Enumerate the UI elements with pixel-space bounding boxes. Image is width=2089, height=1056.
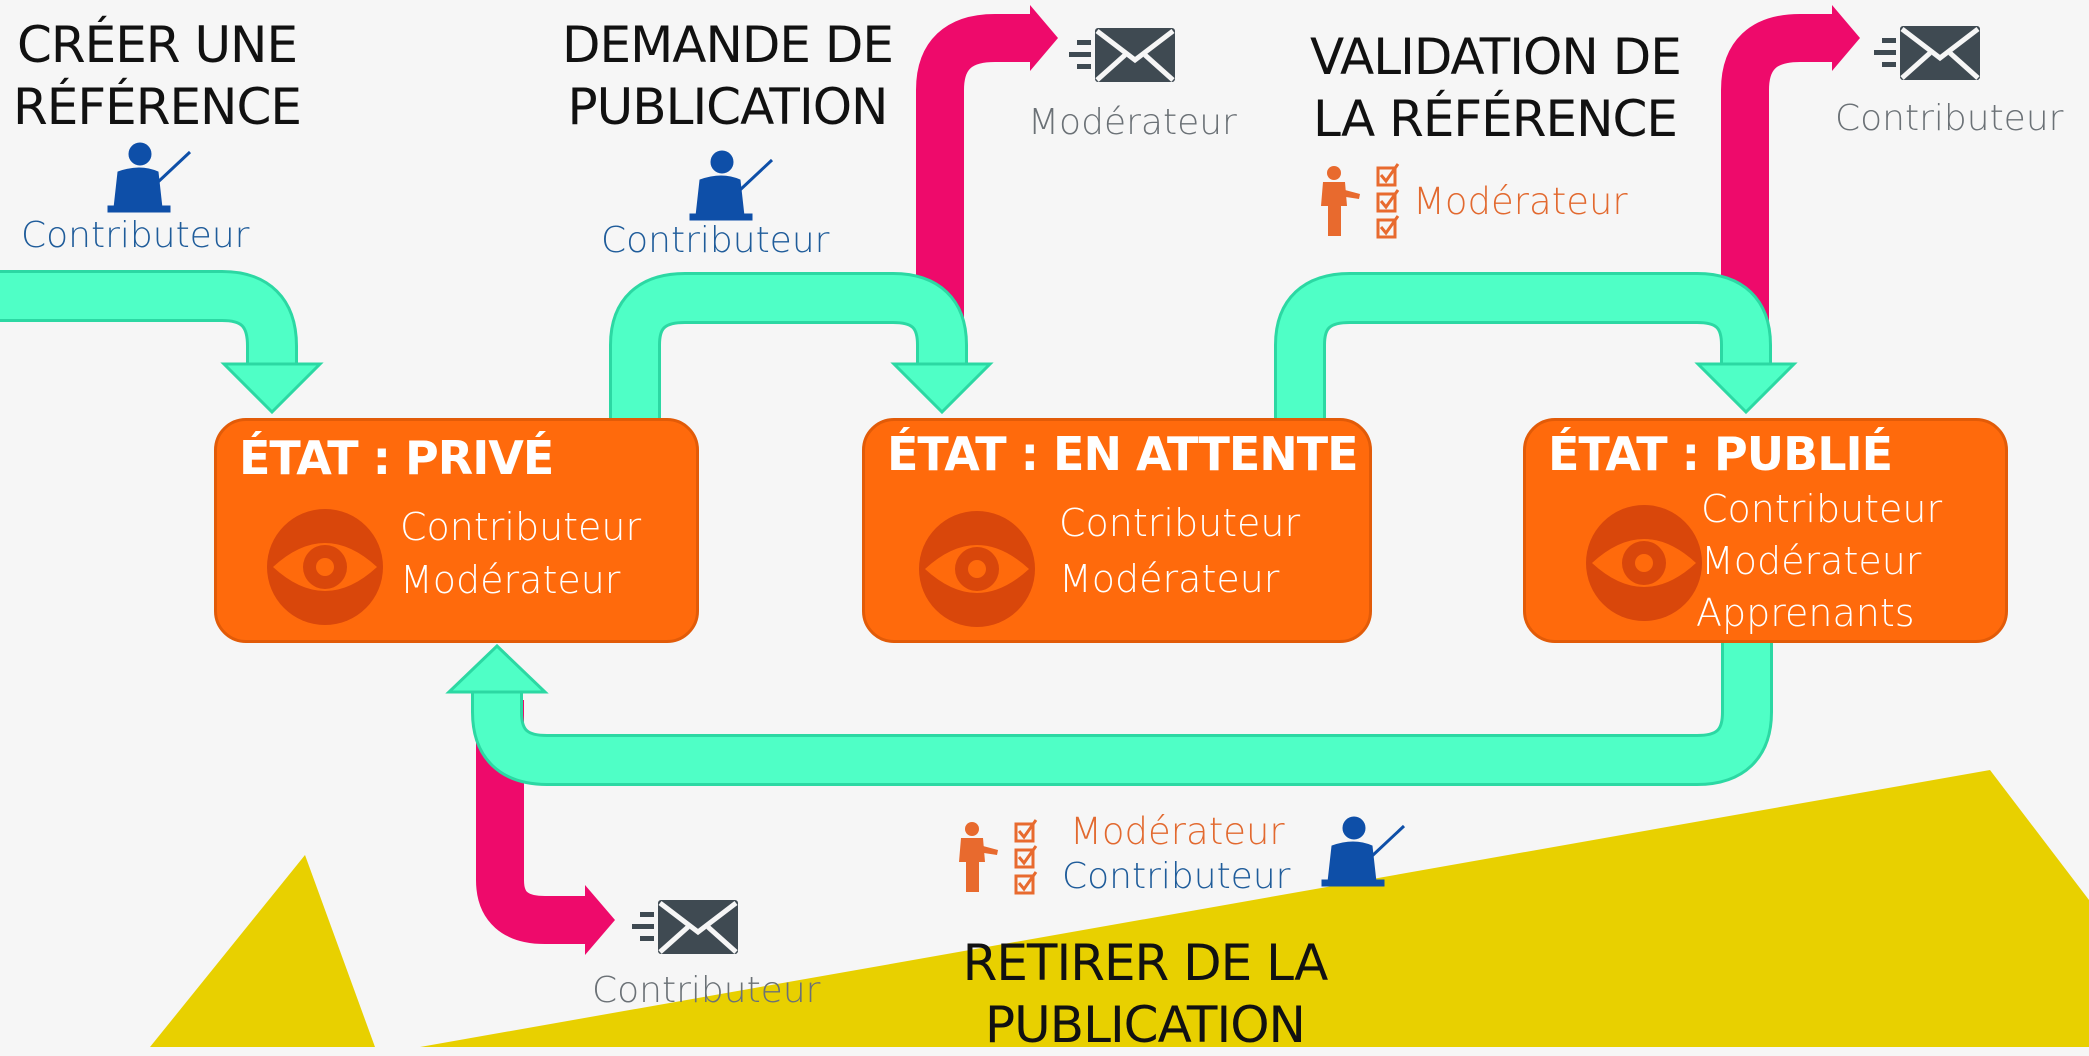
state-title-published: ÉTAT : PUBLIÉ [1548, 427, 1893, 481]
state-box-private: ÉTAT : PRIVÉ Contributeur Modérateur [214, 418, 699, 643]
envelope-icon-request [1069, 28, 1175, 82]
state-box-published: ÉTAT : PUBLIÉ Contributeur Modérateur Ap… [1523, 418, 2008, 643]
actor-label-validate: Modérateur [1413, 180, 1628, 223]
flow-arrow-withdraw [471, 640, 1773, 786]
yellow-background-shape-left [150, 855, 375, 1047]
flow-arrow-withdraw-head [445, 643, 549, 694]
step-title-withdraw-line2: PUBLICATION [985, 996, 1306, 1054]
step-title-request: DEMANDE DE PUBLICATION [560, 14, 895, 138]
actor-label-request: Contributeur [601, 220, 830, 261]
eye-icon [919, 511, 1035, 627]
state-role-published-0: Contributeur [1701, 487, 1943, 531]
contributor-icon-create [106, 141, 192, 214]
actor-label-withdraw-moderator: Modérateur [1070, 810, 1285, 853]
step-title-validate-line1: VALIDATION DE [1310, 28, 1682, 86]
checklist-icon-withdraw [1014, 818, 1038, 895]
step-title-withdraw: RETIRER DE LA PUBLICATION [960, 932, 1330, 1056]
state-role-pending-1: Modérateur [1059, 557, 1280, 601]
notify-arrow-request-head [1030, 5, 1058, 71]
flow-arrow-create [0, 270, 298, 372]
state-role-pending-0: Contributeur [1059, 501, 1301, 545]
step-title-validate-line2: LA RÉFÉRENCE [1312, 90, 1678, 148]
state-role-published-1: Modérateur [1701, 539, 1922, 583]
actor-label-withdraw-contributor: Contributeur [1062, 856, 1291, 897]
actor-label-create: Contributeur [21, 215, 250, 256]
eye-icon [267, 509, 383, 625]
step-title-withdraw-line1: RETIRER DE LA [962, 934, 1329, 992]
flow-arrow-request-head [890, 362, 994, 415]
step-title-create-line1: CRÉER UNE [16, 16, 298, 74]
notify-arrow-validate-head [1832, 5, 1860, 71]
step-title-validate: VALIDATION DE LA RÉFÉRENCE [1310, 26, 1682, 150]
flow-arrow-request [609, 272, 968, 425]
flow-arrow-create-head [220, 362, 324, 415]
state-title-pending: ÉTAT : EN ATTENTE [887, 427, 1359, 481]
yellow-background-shape-right [420, 770, 2089, 1047]
checklist-icon-validate [1376, 162, 1400, 239]
notify-arrow-withdraw-head [585, 885, 615, 955]
flow-arrow-validate [1274, 272, 1772, 425]
notify-label-withdraw: Contributeur [592, 970, 821, 1011]
notify-label-request: Modérateur [1028, 102, 1237, 143]
flow-arrow-validate-head [1694, 362, 1798, 415]
step-title-request-line1: DEMANDE DE [562, 16, 894, 74]
state-title-private: ÉTAT : PRIVÉ [239, 431, 554, 485]
notify-arrow-validate [1721, 14, 1832, 360]
step-title-create: CRÉER UNE RÉFÉRENCE [12, 14, 302, 138]
notify-arrow-withdraw [476, 700, 585, 944]
contributor-icon-request [688, 149, 774, 222]
envelope-icon-validate [1874, 26, 1980, 80]
state-box-pending: ÉTAT : EN ATTENTE Contributeur Modérateu… [862, 418, 1372, 643]
eye-icon [1586, 505, 1702, 621]
notify-arrow-request [916, 14, 1030, 360]
state-role-published-2: Apprenants [1696, 591, 1915, 635]
moderator-icon-withdraw [959, 822, 998, 892]
state-role-private-1: Modérateur [400, 558, 621, 602]
step-title-create-line2: RÉFÉRENCE [13, 78, 302, 136]
envelope-icon-withdraw [632, 900, 738, 954]
step-title-request-line2: PUBLICATION [567, 78, 889, 136]
state-role-private-0: Contributeur [400, 505, 642, 549]
moderator-icon-validate [1321, 166, 1360, 236]
notify-label-validate: Contributeur [1835, 98, 2064, 139]
